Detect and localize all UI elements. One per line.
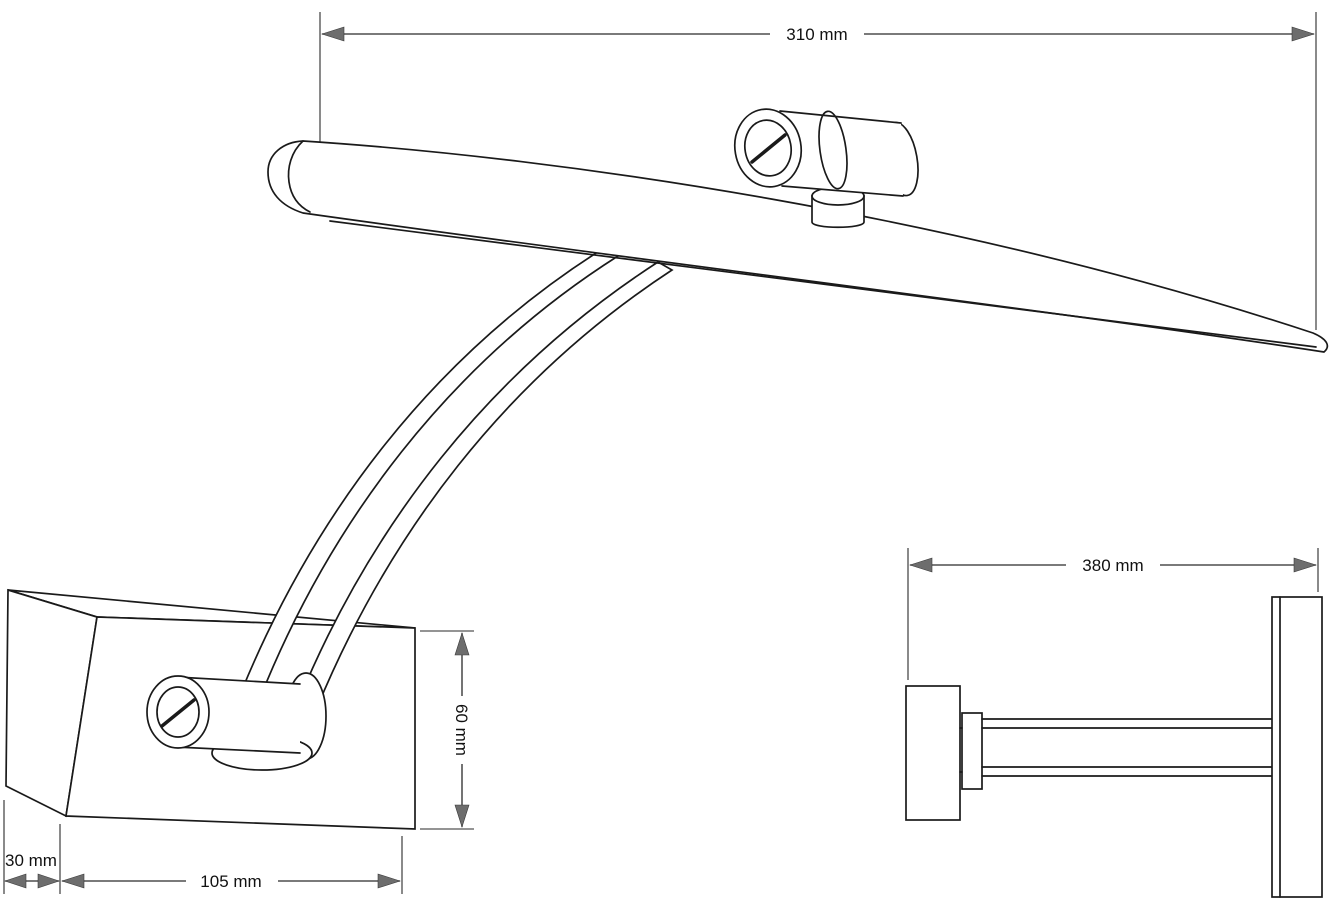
lamp-holder (733, 108, 919, 229)
front-view: 60 mm 105 mm 30 mm (3, 108, 1329, 894)
arrowhead-left-icon (61, 873, 85, 889)
pivot-body-top (175, 676, 301, 685)
label-backing (186, 868, 278, 894)
dim-bracket-depth-label: 30 mm (5, 851, 57, 870)
pivot-body-bottom (175, 746, 301, 754)
screw-slot-icon (160, 698, 196, 728)
lamp-shade (267, 140, 1329, 353)
arrowhead-right-icon (37, 873, 60, 889)
dim-overall-depth: 380 mm (907, 548, 1319, 680)
dim-shade-width-label: 310 mm (786, 25, 847, 44)
dim-bracket-width-label: 105 mm (200, 872, 261, 891)
shade-rim-line (329, 220, 1317, 348)
dim-bracket-height: 60 mm (420, 630, 474, 830)
shade-endcap-curl (287, 140, 311, 213)
support-arm-tube (296, 261, 674, 712)
holder-face-inner (743, 119, 793, 177)
holder-body-top (779, 110, 902, 124)
holder-body-bottom (781, 185, 904, 197)
arrowhead-up-icon (454, 632, 470, 656)
label-backing (770, 21, 864, 48)
dim-bracket-depth: 30 mm (3, 800, 60, 894)
dim-bracket-width: 105 mm (59, 824, 403, 894)
label-backing (1066, 552, 1160, 579)
side-connector-block (961, 712, 983, 790)
arrowhead-down-icon (454, 804, 470, 828)
pivot-face-inner (156, 686, 200, 738)
arrowhead-left-icon (321, 26, 345, 42)
arrowhead-right-icon (377, 873, 401, 889)
arrowhead-left-icon (4, 873, 27, 889)
label-backing (450, 696, 474, 764)
pivot-cylinder (146, 672, 327, 771)
pivot-body (176, 677, 300, 753)
dim-shade-width: 310 mm (319, 12, 1317, 330)
side-view: 380 mm (905, 548, 1323, 898)
arrowhead-left-icon (909, 557, 933, 573)
dim-bracket-height-label: 60 mm (452, 704, 471, 756)
holder-ring (818, 110, 848, 190)
arrowhead-right-icon (1293, 557, 1317, 573)
side-arm (981, 718, 1273, 777)
shade-outline (267, 140, 1329, 353)
holder-body (780, 111, 903, 196)
side-wall-plate (905, 685, 961, 821)
arrowhead-right-icon (1291, 26, 1315, 42)
screw-slot-icon (750, 133, 787, 164)
side-lamp-head (1271, 596, 1323, 898)
dim-overall-depth-label: 380 mm (1082, 556, 1143, 575)
